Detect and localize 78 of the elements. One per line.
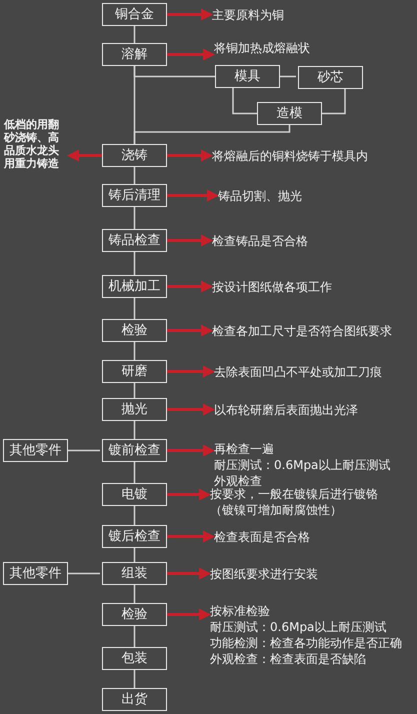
side-note: 低档的用翻砂浇铸、高品质水龙头用重力铸造: [4, 118, 68, 172]
process-box: 砂芯: [298, 66, 363, 89]
process-box: 电镀: [102, 483, 167, 506]
description-text: 按图纸要求进行安装: [210, 566, 319, 582]
description-text: 外观检查: [214, 473, 263, 488]
process-box: 机械加工: [102, 275, 167, 298]
connector-line: [322, 89, 346, 114]
arrow: [167, 608, 211, 620]
description-text: （镀镍可增加耐腐蚀性）: [210, 502, 343, 518]
arrow: [167, 530, 215, 542]
arrow: [167, 568, 211, 580]
process-box: 出货: [102, 688, 167, 711]
connector-line: [280, 76, 296, 78]
description-text: 功能检测：检查各功能动作是否正确: [210, 635, 403, 651]
process-box: 抛光: [102, 398, 167, 421]
description-text: 主要原料为铜: [212, 7, 285, 23]
description-text: 耐压测试：0.6Mpa以上耐压测试: [214, 457, 392, 473]
arrow: [167, 488, 211, 500]
description-text: 铸品切割、抛光: [218, 188, 303, 204]
description-text: 外观检查：检查表面是否缺陷: [210, 651, 367, 667]
description-text: 按要求，一般在镀镍后进行镀铬: [210, 486, 379, 502]
arrow: [167, 404, 215, 416]
description-text: 耐压测试：0.6Mpa以上耐压测试: [210, 619, 388, 635]
connector-line: [232, 88, 257, 114]
process-box: 组装: [102, 562, 167, 585]
arrow: [67, 150, 102, 162]
process-box: 铸后清理: [102, 184, 167, 207]
connector-line: [134, 548, 136, 562]
description-text: 将熔融后的铜料烧铸于模具内: [212, 148, 369, 164]
arrow: [167, 324, 213, 336]
process-box: 铜合金: [102, 3, 167, 26]
connector-line: [134, 252, 136, 275]
arrow: [167, 150, 213, 162]
process-box: 检验: [102, 319, 167, 342]
connector-line: [134, 298, 136, 319]
arrow: [167, 234, 213, 246]
connector-line: [134, 670, 136, 688]
connector-line: [134, 383, 136, 398]
connector-line: [134, 207, 136, 229]
process-box: 其他零件: [3, 439, 68, 462]
description-text: 按标准检验: [210, 603, 271, 619]
description-text: 检查铸品是否合格: [212, 233, 309, 249]
connector-line: [134, 125, 290, 144]
process-box: 溶解: [102, 43, 167, 66]
connector-line: [134, 585, 136, 603]
process-box: 其他零件: [3, 562, 68, 585]
connector-line: [68, 572, 100, 574]
connector-line: [134, 342, 136, 360]
connector-line: [134, 26, 136, 43]
process-box: 检验: [102, 603, 167, 626]
arrow: [167, 366, 215, 378]
arrow: [167, 444, 215, 456]
description-text: 按设计图纸做各项工作: [212, 279, 333, 295]
process-box: 造模: [257, 102, 322, 125]
connector-line: [134, 421, 136, 439]
description-text: 将铜加热成熔融状: [214, 40, 311, 56]
connector-line: [134, 167, 136, 184]
process-box: 浇铸: [102, 144, 167, 167]
connector-line: [134, 66, 215, 78]
process-box: 镀前检查: [102, 439, 167, 462]
description-text: 检查各加工尺寸是否符合图纸要求: [212, 323, 393, 339]
arrow: [167, 280, 213, 292]
description-text: 再检查一遍: [214, 441, 275, 457]
description-text: 去除表面凹凸不平处或加工刀痕: [214, 364, 383, 380]
description-text: 检查表面是否合格: [214, 529, 311, 545]
connector-line: [134, 626, 136, 647]
arrow: [167, 190, 219, 202]
process-box: 研磨: [102, 360, 167, 383]
description-text: 以布轮研磨后表面抛出光泽: [214, 402, 359, 418]
process-box: 镀后检查: [102, 525, 167, 548]
process-box: 模具: [215, 65, 280, 88]
process-box: 铸品检查: [102, 229, 167, 252]
connector-line: [68, 450, 100, 452]
process-box: 包装: [102, 647, 167, 670]
arrow: [167, 48, 215, 60]
connector-line: [134, 462, 136, 483]
connector-line: [134, 506, 136, 525]
arrow: [167, 8, 213, 20]
